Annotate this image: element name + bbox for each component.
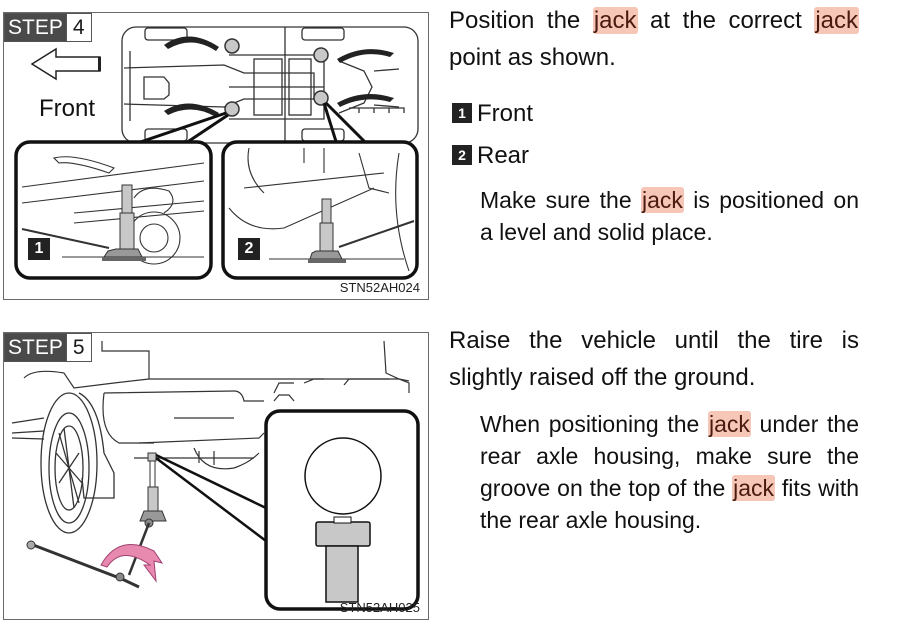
tire bbox=[40, 392, 115, 534]
figure-code: STN52AH024 bbox=[339, 280, 420, 295]
front-direction-label: Front bbox=[39, 95, 96, 122]
inset-jack-groove bbox=[264, 409, 420, 611]
vehicle-underbody-diagram bbox=[14, 26, 419, 280]
figure-code: STN52AH025 bbox=[339, 600, 420, 615]
callout-1-badge: 1 bbox=[28, 238, 50, 260]
step-badge-label: STEP bbox=[5, 334, 66, 361]
step-badge-number: 4 bbox=[65, 14, 91, 41]
step4-note: Make sure the jack is positioned on a le… bbox=[480, 184, 859, 248]
note-text: fits with the rear axle housing. bbox=[480, 475, 860, 533]
step4-text: Position the jack at the correct jack po… bbox=[449, 2, 860, 248]
note-text: is positioned on a level and solid place… bbox=[480, 187, 859, 245]
step5-instruction: Raise the vehicle until the tire is slig… bbox=[449, 327, 859, 391]
legend-number-badge: 2 bbox=[452, 145, 472, 165]
highlighted-term: jack bbox=[732, 475, 776, 501]
highlighted-term: jack bbox=[814, 7, 860, 34]
instruction-text: point as shown. bbox=[449, 44, 616, 71]
inset-rear-jack bbox=[221, 140, 419, 280]
rotation-arrow-icon bbox=[100, 544, 164, 583]
step5-figure: STEP 5 STN52AH025 bbox=[3, 332, 429, 620]
inset-front-jack bbox=[14, 140, 213, 280]
note-text: When positioning the bbox=[480, 411, 700, 437]
highlighted-term: jack bbox=[592, 7, 638, 34]
legend-item-rear: 2 Rear bbox=[449, 134, 859, 176]
note-text: Make sure the bbox=[480, 187, 632, 213]
step5-badge: STEP 5 bbox=[4, 333, 92, 362]
callout-2-badge: 2 bbox=[238, 238, 260, 260]
step4-figure: STEP 4 Front 1 2 STN52AH024 bbox=[3, 12, 429, 300]
legend-label: Front bbox=[477, 99, 534, 127]
jack-point-markers bbox=[224, 38, 329, 117]
instruction-text: at the correct bbox=[650, 7, 802, 34]
legend-item-front: 1 Front bbox=[449, 92, 859, 134]
inset-leader bbox=[155, 453, 267, 542]
legend-number-badge: 1 bbox=[452, 103, 472, 123]
highlighted-term: jack bbox=[641, 187, 684, 213]
step-badge-number: 5 bbox=[65, 334, 91, 361]
front-arrow-icon bbox=[30, 47, 101, 81]
highlighted-term: jack bbox=[707, 411, 751, 437]
step4-instruction: Position the jack at the correct jack po… bbox=[449, 2, 860, 76]
step5-text: Raise the vehicle until the tire is slig… bbox=[449, 322, 859, 536]
step-badge-label: STEP bbox=[5, 14, 66, 41]
instruction-text: Position the bbox=[449, 7, 581, 34]
jack-point-arrows bbox=[164, 36, 394, 117]
step5-note: When positioning the jack under the rear… bbox=[480, 408, 859, 536]
note-text: under the rear axle housing, make sure t… bbox=[480, 411, 859, 501]
legend-label: Rear bbox=[477, 141, 530, 169]
raise-vehicle-diagram bbox=[11, 340, 420, 611]
step4-badge: STEP 4 bbox=[4, 13, 92, 42]
